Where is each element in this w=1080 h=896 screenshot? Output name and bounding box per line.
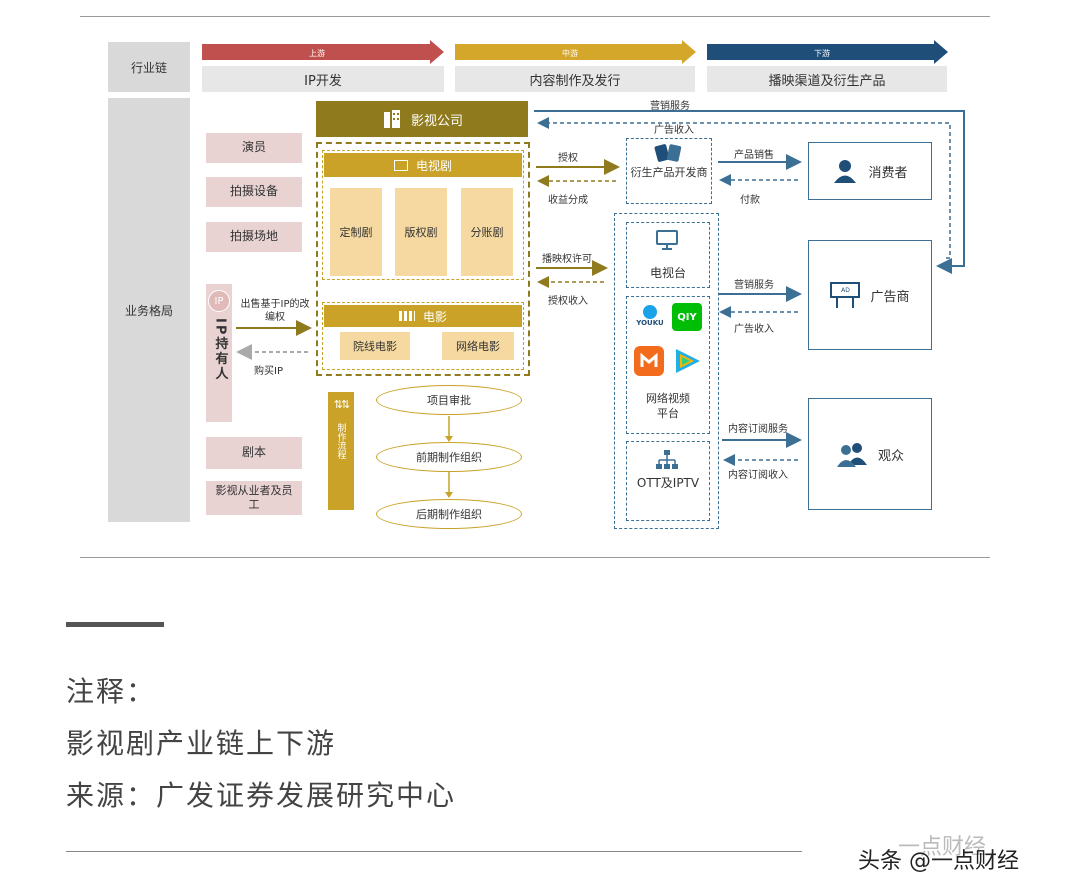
watermark-main: 头条 @一点财经 bbox=[858, 849, 1019, 874]
tv-drama-header: 电视剧 bbox=[324, 153, 522, 177]
consumer-box: 消费者 bbox=[808, 142, 932, 200]
mango-tv-icon bbox=[634, 346, 664, 376]
flow-broadcast-license: 播映权许可 bbox=[542, 254, 592, 265]
movie-header: 电影 bbox=[324, 305, 522, 327]
flow-marketing: 营销服务 bbox=[734, 280, 774, 291]
flow-product-sales: 产品销售 bbox=[734, 150, 774, 161]
tv-drama-revshare: 分账剧 bbox=[461, 188, 513, 276]
item-actors: 演员 bbox=[206, 133, 302, 163]
audience-box: 观众 bbox=[808, 398, 932, 510]
midstream-arrow bbox=[455, 40, 696, 64]
notes-source: 来源：广发证券发展研究中心 bbox=[66, 779, 457, 812]
downstream-tag: 下游 bbox=[814, 48, 830, 58]
audience-label: 观众 bbox=[877, 448, 904, 464]
process-step-post: 后期制作组织 bbox=[376, 499, 522, 529]
ip-buy-label: 购买IP bbox=[254, 366, 283, 377]
flow-license: 授权 bbox=[558, 153, 578, 164]
upstream-tag: 上游 bbox=[309, 48, 325, 58]
item-venue: 拍摄场地 bbox=[206, 222, 302, 252]
flow-ad-income-top: 广告收入 bbox=[654, 125, 694, 136]
derivative-label: 衍生产品开发商 bbox=[630, 166, 708, 179]
midstream-tag: 中游 bbox=[562, 48, 578, 58]
ip-sell-label: 出售基于IP的改编权 bbox=[240, 299, 310, 323]
notes-accent-bar bbox=[66, 622, 164, 627]
watermark-ghost: 一点财经 bbox=[898, 835, 987, 860]
process-label: 制作流程 bbox=[335, 423, 346, 459]
flow-revenue-share: 收益分成 bbox=[548, 195, 588, 206]
process-step-approval: 项目审批 bbox=[376, 385, 522, 415]
flow-ad-income: 广告收入 bbox=[734, 324, 774, 335]
top-rule bbox=[80, 16, 990, 17]
row-label-chain: 行业链 bbox=[108, 42, 190, 92]
tv-station-label: 电视台 bbox=[649, 266, 686, 280]
flow-payment: 付款 bbox=[740, 195, 760, 206]
upstream-arrow bbox=[202, 40, 444, 64]
footer-rule bbox=[66, 851, 802, 852]
stage-content: 内容制作及发行 bbox=[455, 66, 695, 92]
flow-marketing-top: 营销服务 bbox=[650, 101, 690, 112]
ip-badge-icon: IP bbox=[208, 290, 230, 312]
ip-holder-label: IP持有人 bbox=[212, 318, 228, 382]
movie-title: 电影 bbox=[422, 309, 447, 324]
item-equipment: 拍摄设备 bbox=[206, 177, 302, 207]
youku-dot-icon bbox=[643, 305, 657, 319]
movie-online: 网络电影 bbox=[442, 332, 514, 360]
youku-logo: YOUKU bbox=[634, 303, 666, 331]
process-step-pre: 前期制作组织 bbox=[376, 442, 522, 472]
youku-text: YOUKU bbox=[636, 319, 664, 327]
process-arrows bbox=[445, 416, 453, 498]
tencent-video-icon bbox=[672, 346, 702, 376]
tv-drama-title: 电视剧 bbox=[415, 158, 452, 173]
group-icon bbox=[836, 443, 867, 467]
flow-license-income: 授权收入 bbox=[548, 296, 588, 307]
film-company-label: 影视公司 bbox=[410, 113, 463, 129]
ip-holder: IP IP持有人 bbox=[206, 284, 232, 422]
bottom-rule bbox=[80, 557, 990, 558]
person-icon bbox=[834, 160, 857, 183]
online-platform-label: 网络视频平台 bbox=[646, 392, 690, 420]
tv-station-box bbox=[626, 222, 710, 288]
flow-subscription-service: 内容订阅服务 bbox=[728, 424, 788, 435]
downstream-arrow bbox=[707, 40, 948, 64]
building-icon bbox=[383, 110, 400, 128]
advertiser-label: 广告商 bbox=[870, 289, 910, 305]
stage-channels: 播映渠道及衍生产品 bbox=[707, 66, 947, 92]
tv-drama-custom: 定制剧 bbox=[330, 188, 382, 276]
process-label-box: ⇅⇅ 制作流程 bbox=[328, 392, 354, 510]
ad-sign-text: AD bbox=[830, 282, 861, 298]
iqiyi-logo: QIY bbox=[672, 303, 702, 331]
film-company-header: 影视公司 bbox=[316, 101, 528, 137]
cards-icon bbox=[652, 142, 686, 164]
flow-subscription-income: 内容订阅收入 bbox=[728, 470, 788, 481]
stage-ip-dev: IP开发 bbox=[202, 66, 444, 92]
item-staff: 影视从业者及员工 bbox=[206, 481, 302, 515]
movie-theatrical: 院线电影 bbox=[340, 332, 410, 360]
clapper-icon bbox=[398, 311, 415, 321]
stage-arrows bbox=[202, 40, 948, 64]
tv-drama-copyright: 版权剧 bbox=[395, 188, 447, 276]
billboard-icon: AD bbox=[830, 282, 861, 308]
sort-arrows-icon: ⇅⇅ bbox=[333, 398, 351, 411]
content-container bbox=[316, 142, 530, 376]
row-label-layout: 业务格局 bbox=[108, 98, 190, 522]
tv-icon bbox=[393, 159, 408, 171]
monitor-icon bbox=[655, 228, 679, 252]
advertiser-box: AD 广告商 bbox=[808, 240, 932, 350]
item-script: 剧本 bbox=[206, 437, 302, 469]
notes-title: 注释： bbox=[66, 675, 157, 708]
notes-caption: 影视剧产业链上下游 bbox=[66, 727, 337, 760]
network-icon bbox=[656, 449, 678, 471]
flow-arrows bbox=[236, 110, 965, 466]
ott-label: OTT及IPTV bbox=[636, 476, 700, 490]
consumer-label: 消费者 bbox=[868, 165, 908, 181]
